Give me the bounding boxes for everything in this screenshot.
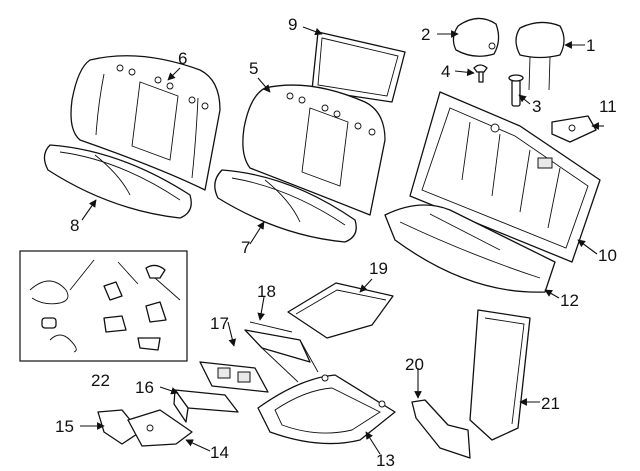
bracket-20 — [411, 399, 471, 459]
callout-20: 20 — [405, 355, 424, 374]
back-panel-pad — [311, 31, 406, 103]
bracket-14 — [127, 409, 193, 447]
callout-1: 1 — [586, 36, 595, 55]
seat-cushion-left — [43, 144, 192, 219]
leader-lines — [80, 26, 604, 455]
seat-back-left — [70, 55, 221, 191]
callout-labels: 1 2 3 4 5 6 7 8 9 10 11 12 13 14 15 16 1… — [55, 15, 617, 470]
callout-10: 10 — [598, 246, 617, 265]
frame-bracket — [551, 115, 597, 143]
callout-15: 15 — [55, 417, 74, 436]
callout-21: 21 — [541, 394, 560, 413]
seat-back-frame — [409, 91, 601, 263]
callout-5: 5 — [249, 59, 258, 78]
side-panel — [469, 309, 531, 441]
cushion-frame — [257, 374, 396, 445]
callout-14: 14 — [210, 443, 229, 462]
callout-7: 7 — [241, 238, 250, 257]
callout-12: 12 — [560, 291, 579, 310]
seat-back-right — [242, 84, 386, 216]
callout-6: 6 — [178, 49, 187, 68]
callout-8: 8 — [70, 216, 79, 235]
headrest-left — [452, 17, 500, 57]
callout-13: 13 — [376, 451, 395, 470]
hardware-kit-box — [19, 250, 188, 362]
callout-17: 17 — [210, 314, 229, 333]
headrest-button — [473, 64, 488, 83]
callout-4: 4 — [441, 62, 450, 81]
callout-22: 22 — [91, 371, 110, 390]
headrest-guide — [508, 74, 524, 107]
heater-mat — [199, 361, 269, 393]
headrest-right — [515, 21, 565, 91]
callout-3: 3 — [532, 97, 541, 116]
callout-18: 18 — [257, 282, 276, 301]
callout-19: 19 — [369, 259, 388, 278]
callout-2: 2 — [421, 25, 430, 44]
callout-9: 9 — [288, 15, 297, 34]
foam-block — [173, 389, 239, 423]
cushion-pad — [287, 282, 394, 339]
callout-11: 11 — [599, 97, 617, 116]
seat-pan — [384, 204, 556, 293]
wire-frame — [244, 321, 319, 383]
seat-cushion-right — [214, 169, 357, 243]
callout-16: 16 — [135, 378, 154, 397]
